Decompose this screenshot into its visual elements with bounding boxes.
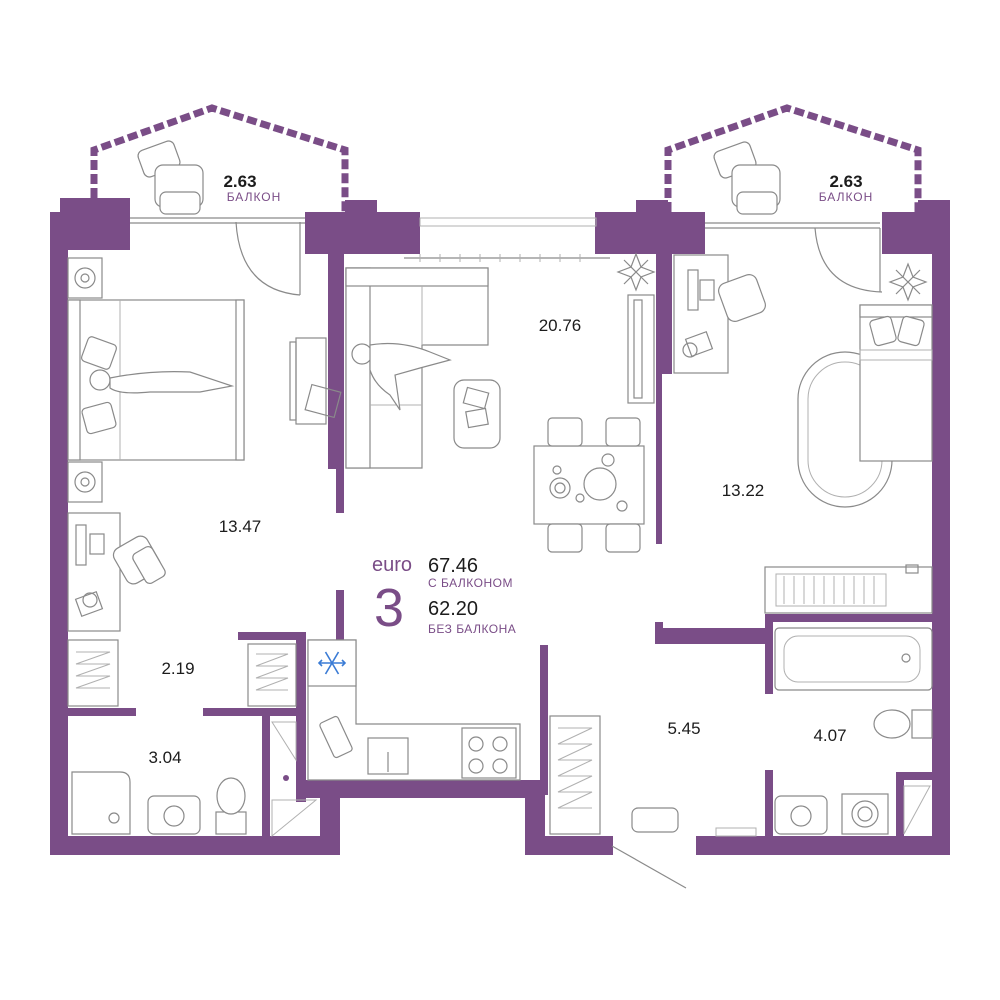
balcony-right-rail	[664, 104, 922, 212]
wardrobe-left	[67, 639, 297, 707]
tv-stand	[627, 294, 655, 404]
bed	[859, 304, 933, 462]
plant-icon	[888, 262, 928, 302]
balcony-left-rail	[90, 104, 349, 212]
snowflake-icon	[317, 651, 347, 675]
shower	[71, 771, 131, 835]
hall-wardrobe	[549, 715, 601, 835]
entrance-door[interactable]	[611, 845, 687, 889]
sink	[774, 795, 828, 835]
living-kitchen-area: 20.76	[539, 316, 582, 335]
living-kitchen	[307, 217, 656, 781]
apartment-info: euro 3 67.46 С БАЛКОНОМ 62.20 БЕЗ БАЛКОН…	[372, 554, 516, 638]
bathroom-left	[71, 721, 318, 838]
person-sleeping	[89, 369, 235, 394]
hallway	[549, 715, 687, 889]
bathroom-left-area: 3.04	[148, 748, 181, 767]
balcony-right-label: БАЛКОН	[819, 190, 874, 204]
washing-machine	[841, 793, 889, 835]
balcony-left	[90, 104, 349, 296]
nightstand	[67, 461, 103, 503]
bedroom-left-area: 13.47	[219, 517, 262, 536]
balcony-right	[664, 104, 922, 293]
area-without-balcony: 62.20	[428, 598, 478, 620]
radiator	[715, 827, 757, 837]
room-count: 3	[374, 578, 404, 638]
balcony-left-chair	[137, 140, 204, 215]
bathtub	[774, 627, 933, 691]
toilet	[873, 709, 933, 739]
wardrobe-area: 2.19	[161, 659, 194, 678]
dining-table	[533, 445, 645, 525]
dining-chairs	[547, 417, 641, 553]
balcony-left-label: БАЛКОН	[227, 190, 282, 204]
bedroom-right	[673, 254, 933, 614]
toilet	[215, 777, 247, 835]
balcony-right-chair	[713, 141, 781, 215]
balcony-left-door[interactable]	[235, 221, 301, 296]
area-with-balcony: 67.46	[428, 555, 478, 577]
balcony-left-area: 2.63	[223, 172, 256, 191]
bathroom-right	[715, 627, 933, 837]
shoe-mat	[631, 807, 679, 833]
hallway-area: 5.45	[667, 719, 700, 738]
wardrobe-right	[764, 564, 933, 614]
bedroom-left	[67, 257, 342, 632]
cooktop	[461, 727, 517, 779]
balcony-right-door[interactable]	[814, 227, 883, 293]
walls	[50, 198, 950, 855]
area-labels: 2.63 БАЛКОН 2.63 БАЛКОН 20.76 13.47 13.2…	[148, 172, 874, 767]
kitchen-counter	[307, 639, 521, 781]
desk	[673, 254, 729, 374]
balcony-right-area: 2.63	[829, 172, 862, 191]
dresser	[295, 337, 327, 425]
desk-chair	[112, 535, 166, 585]
nightstand	[67, 257, 103, 299]
without-balcony-caption: БЕЗ БАЛКОНА	[428, 622, 516, 636]
sink	[147, 795, 201, 835]
person-reading	[351, 342, 452, 411]
bedroom-right-area: 13.22	[722, 481, 765, 500]
bathroom-right-area: 4.07	[813, 726, 846, 745]
plant-icon	[616, 252, 656, 292]
with-balcony-caption: С БАЛКОНОМ	[428, 576, 513, 590]
apartment-type-prefix: euro	[372, 554, 412, 576]
desk-chair	[718, 274, 766, 322]
